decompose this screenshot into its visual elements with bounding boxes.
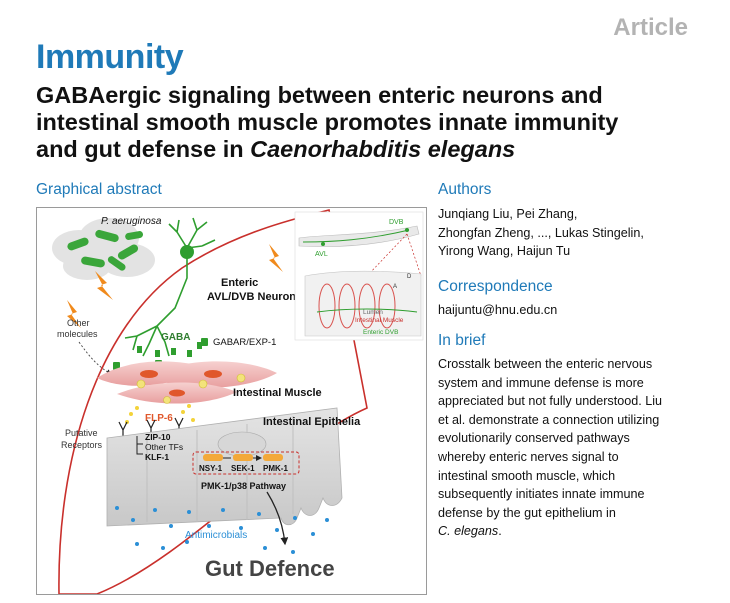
article-type-label: Article — [613, 14, 688, 41]
lightning-icon-2 — [67, 300, 81, 328]
pmk-pathway-box — [192, 451, 300, 475]
title-line-1: GABAergic signaling between enteric neur… — [36, 82, 603, 108]
inset-enteric-label: Enteric DVB — [363, 329, 398, 336]
inset-d-label: D — [407, 274, 412, 280]
receptor-label: GABAR/EXP-1 — [213, 337, 276, 348]
sentence-end: . — [498, 524, 502, 539]
nsy1-label: NSY-1 — [199, 464, 223, 473]
tf-klf1: KLF-1 — [145, 452, 169, 462]
in-brief-line: system and immune defense is more — [438, 375, 644, 390]
in-brief-line: intestinal smooth muscle, which — [438, 468, 616, 483]
bacteria-cloud — [52, 218, 155, 280]
journal-name: Immunity — [36, 38, 184, 76]
in-brief-heading: In brief — [438, 332, 486, 349]
lightning-icon — [95, 271, 113, 300]
gaba-vesicles — [137, 342, 202, 357]
in-brief-line: defense by the gut epithelium in — [438, 505, 616, 520]
correspondence-email[interactable]: haijuntu@hnu.edu.cn — [438, 303, 558, 317]
antimicrobial-dots — [115, 506, 329, 554]
putative-receptors-label-2: Receptors — [61, 440, 103, 450]
title-species: Caenorhabditis elegans — [250, 136, 516, 162]
correspondence-heading: Correspondence — [438, 278, 553, 295]
muscle-label: Intestinal Muscle — [233, 387, 322, 399]
authors-line-2: Zhongfan Zheng, ..., Lukas Stingelin, — [438, 225, 644, 240]
graphical-abstract-heading: Graphical abstract — [36, 181, 162, 198]
in-brief-line: et al. demonstrate a connection utilizin… — [438, 412, 660, 427]
antimicrobials-label: Antimicrobials — [185, 530, 247, 541]
neuron-label-2: AVL/DVB Neurons — [207, 291, 302, 303]
article-title: GABAergic signaling between enteric neur… — [36, 82, 696, 163]
in-brief-line: Crosstalk between the enteric nervous — [438, 357, 653, 371]
lightning-icon-3 — [269, 244, 283, 272]
other-molecules-label-1: Other — [67, 318, 90, 328]
authors-list: Junqiang Liu, Pei Zhang, Zhongfan Zheng,… — [438, 205, 644, 261]
graphical-abstract-figure: P. aeruginosa Enteric AVL/DVB Neurons Ot… — [36, 207, 427, 595]
in-brief-last-line: C. elegans. — [438, 522, 662, 541]
pathway-label: PMK-1/p38 Pathway — [201, 481, 286, 491]
title-line-2: intestinal smooth muscle promotes innate… — [36, 109, 619, 135]
inset-lumen-label: Lumen — [363, 309, 383, 316]
intestinal-epithelia-cells — [106, 407, 343, 527]
tf-other: Other TFs — [145, 442, 183, 452]
title-line-3: and gut defense in Caenorhabditis elegan… — [36, 136, 696, 163]
in-brief-line: evolutionarily conserved pathways — [438, 431, 630, 446]
inset-a-label: A — [393, 284, 397, 290]
authors-heading: Authors — [438, 181, 492, 198]
authors-line-3: Yirong Wang, Haijun Tu — [438, 244, 571, 259]
inset-muscle-label: Intestinal Muscle — [355, 317, 404, 324]
inset-dvb-label: DVB — [389, 219, 404, 226]
in-brief-line: whereby enteric nerves signal to — [438, 449, 619, 464]
inset-avl-label: AVL — [315, 251, 328, 258]
putative-receptors-label-1: Putative — [65, 428, 98, 438]
intestinal-muscle-cells — [97, 361, 277, 404]
gut-defence-label: Gut Defence — [205, 556, 335, 581]
secretion-arrow — [266, 491, 289, 546]
worm-inset-diagram: DVB AVL D A Lumen Intestinal Muscle Ente… — [294, 211, 424, 341]
epithelia-label: Intestinal Epithelia — [263, 416, 361, 428]
bacteria-label: P. aeruginosa — [101, 216, 162, 227]
authors-line-1: Junqiang Liu, Pei Zhang, — [438, 207, 578, 221]
in-brief-line: appreciated but not fully understood. Li… — [438, 394, 663, 409]
tf-zip10: ZIP-10 — [145, 432, 171, 442]
gaba-label: GABA — [161, 332, 190, 343]
neuron-label-1: Enteric — [221, 277, 258, 289]
title-line-3-plain: and gut defense in — [36, 136, 251, 162]
in-brief-text: Crosstalk between the enteric nervous sy… — [438, 355, 662, 541]
enteric-neuron-icon — [124, 217, 216, 357]
flp6-label: FLP-6 — [145, 413, 173, 424]
species-name: C. elegans — [438, 524, 499, 539]
pmk1-label: PMK-1 — [263, 464, 288, 473]
sek1-label: SEK-1 — [231, 464, 255, 473]
in-brief-line: subsequently initiates innate immune — [438, 487, 645, 502]
other-molecules-label-2: molecules — [57, 329, 98, 339]
